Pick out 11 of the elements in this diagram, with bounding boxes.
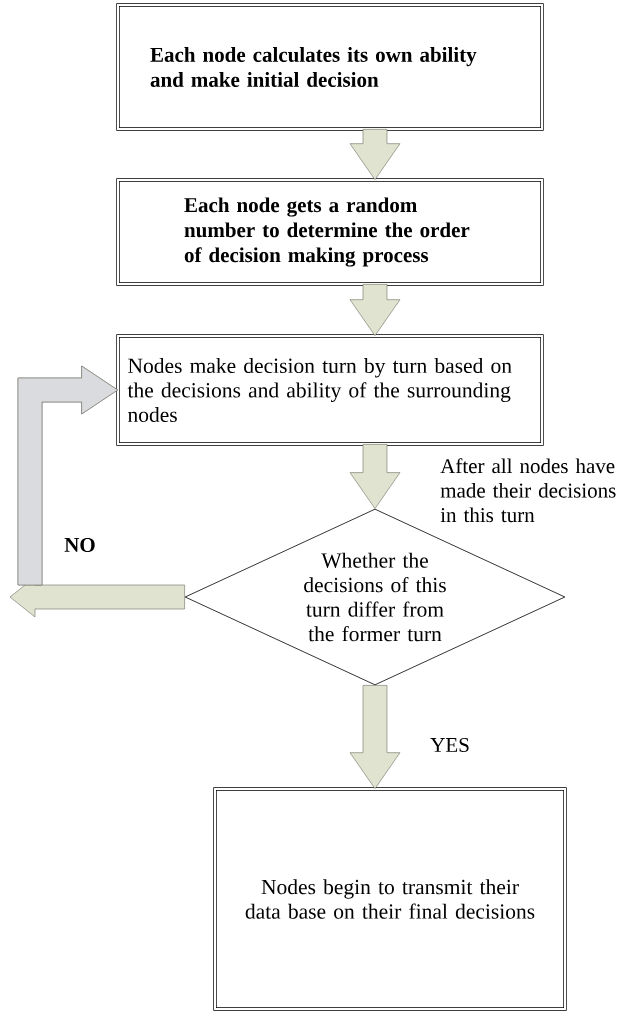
process-box: Nodes begin to transmit their data base on their final decisions (213, 787, 567, 1011)
block-arrow (349, 129, 401, 180)
block-arrow (349, 685, 401, 789)
process-box: Nodes make decision turn by turn based on the decisions and ability of the surrounding nodes (116, 334, 544, 446)
edge-label: YES (428, 735, 472, 755)
bent-arrow (9, 365, 185, 618)
process-box: Each node calculates its own ability and make initial decision (116, 3, 544, 131)
edge-label: NO (62, 535, 98, 555)
block-arrow (349, 284, 401, 336)
process-box: Each node gets a random number to determine the order of decision making process (116, 178, 544, 286)
block-arrow (349, 444, 401, 509)
